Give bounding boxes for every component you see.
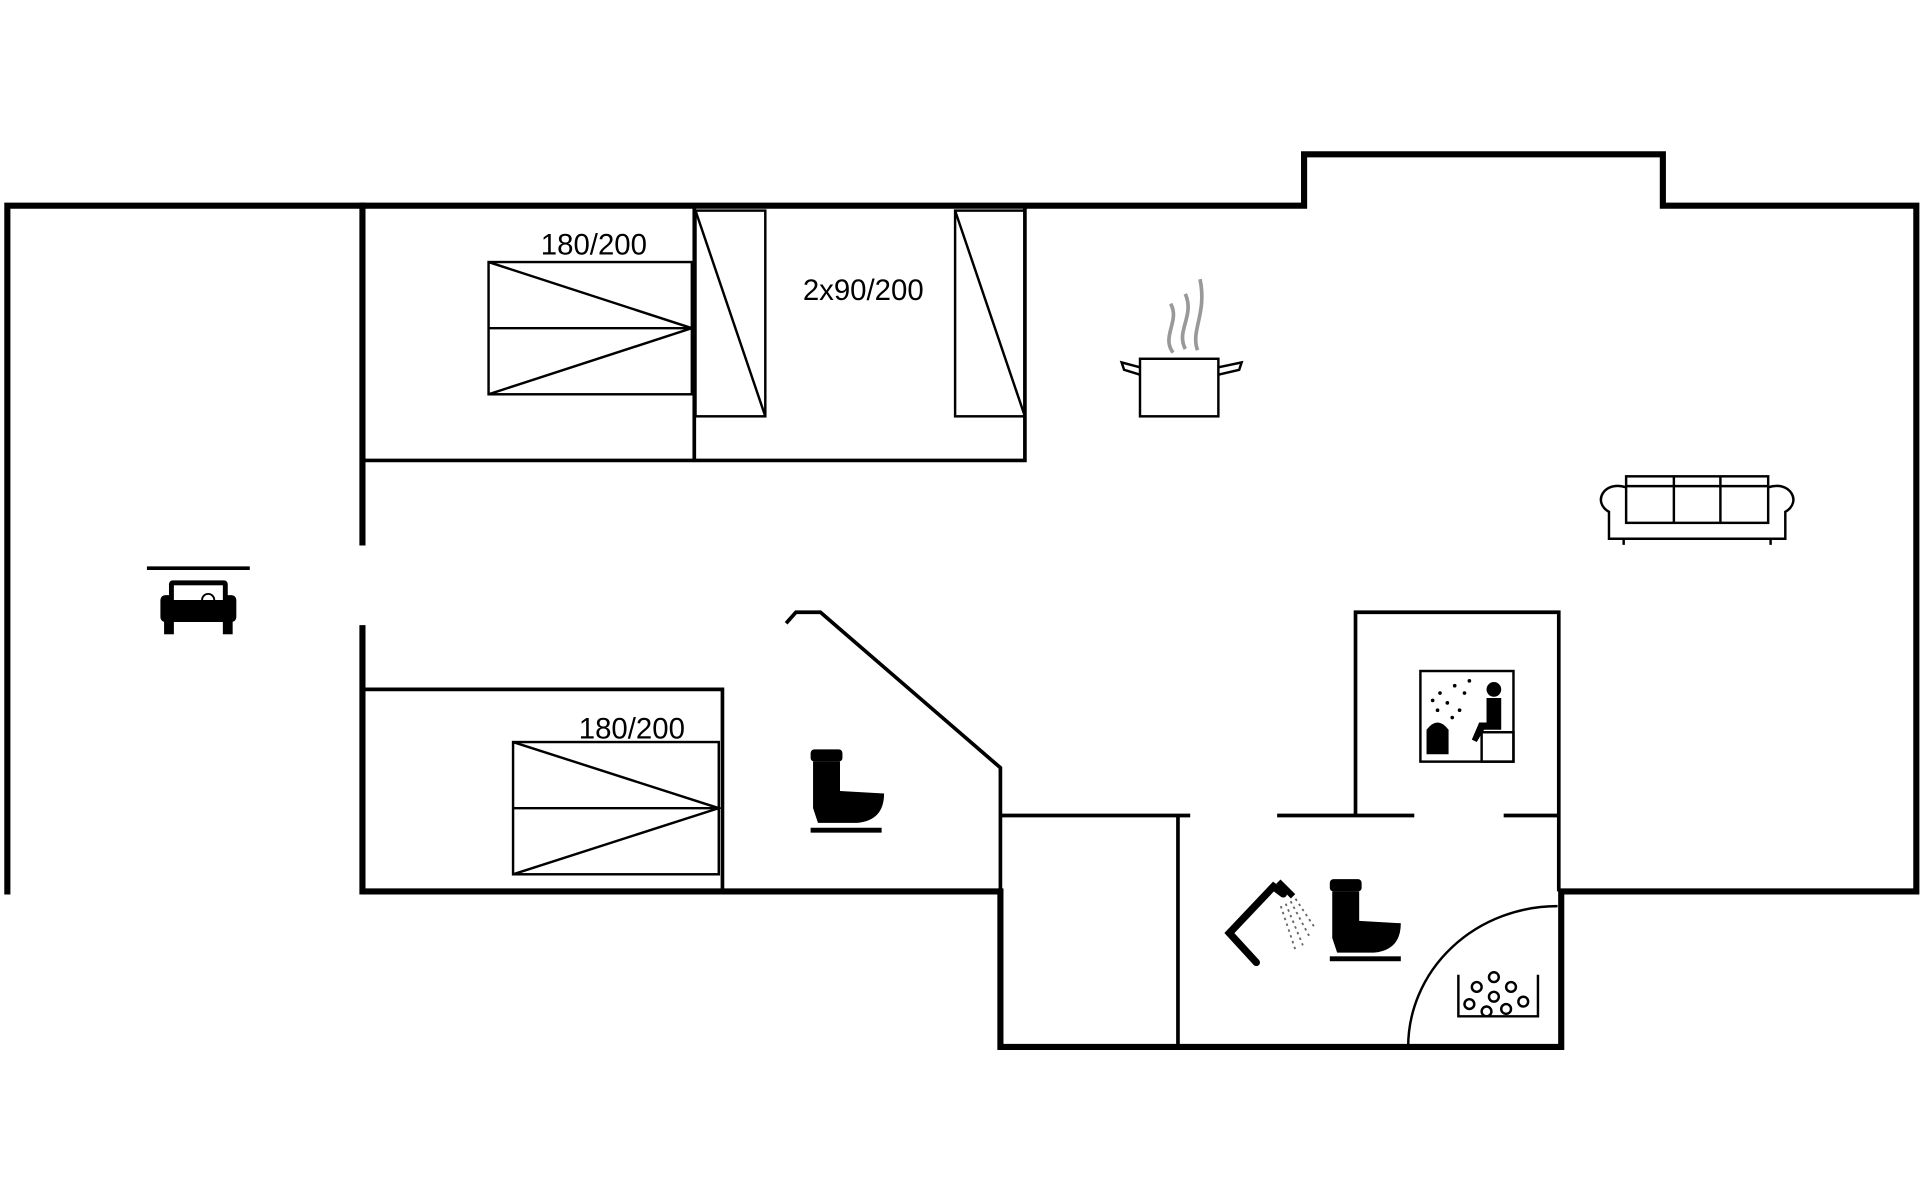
bed-label-twin: 2x90/200 — [803, 274, 924, 307]
walls — [4, 151, 1920, 1050]
double-bed-upper: 180/200 — [487, 229, 696, 396]
bedroom-walls — [362, 205, 1027, 463]
stair-diagonal-wall — [784, 610, 1003, 892]
door-swing — [1406, 904, 1558, 1047]
lower-bedroom-wall — [362, 687, 725, 892]
whirlpool-icon — [1457, 971, 1540, 1018]
bathroom-walls — [1000, 610, 1561, 1047]
twin-beds: 2x90/200 — [694, 209, 1027, 418]
car-icon — [160, 580, 237, 635]
toilet-icon-bathroom — [1329, 879, 1401, 962]
toilet-icon — [810, 749, 885, 833]
cooking-pot-icon — [1119, 278, 1244, 418]
double-bed-lower: 180/200 — [511, 712, 723, 876]
outer-wall — [4, 151, 1920, 1050]
bed-label-upper: 180/200 — [541, 229, 647, 262]
shower-icon — [1224, 879, 1316, 967]
sofa-icon — [1599, 475, 1795, 545]
bed-label-lower: 180/200 — [579, 712, 685, 745]
sauna-icon — [1419, 669, 1515, 763]
